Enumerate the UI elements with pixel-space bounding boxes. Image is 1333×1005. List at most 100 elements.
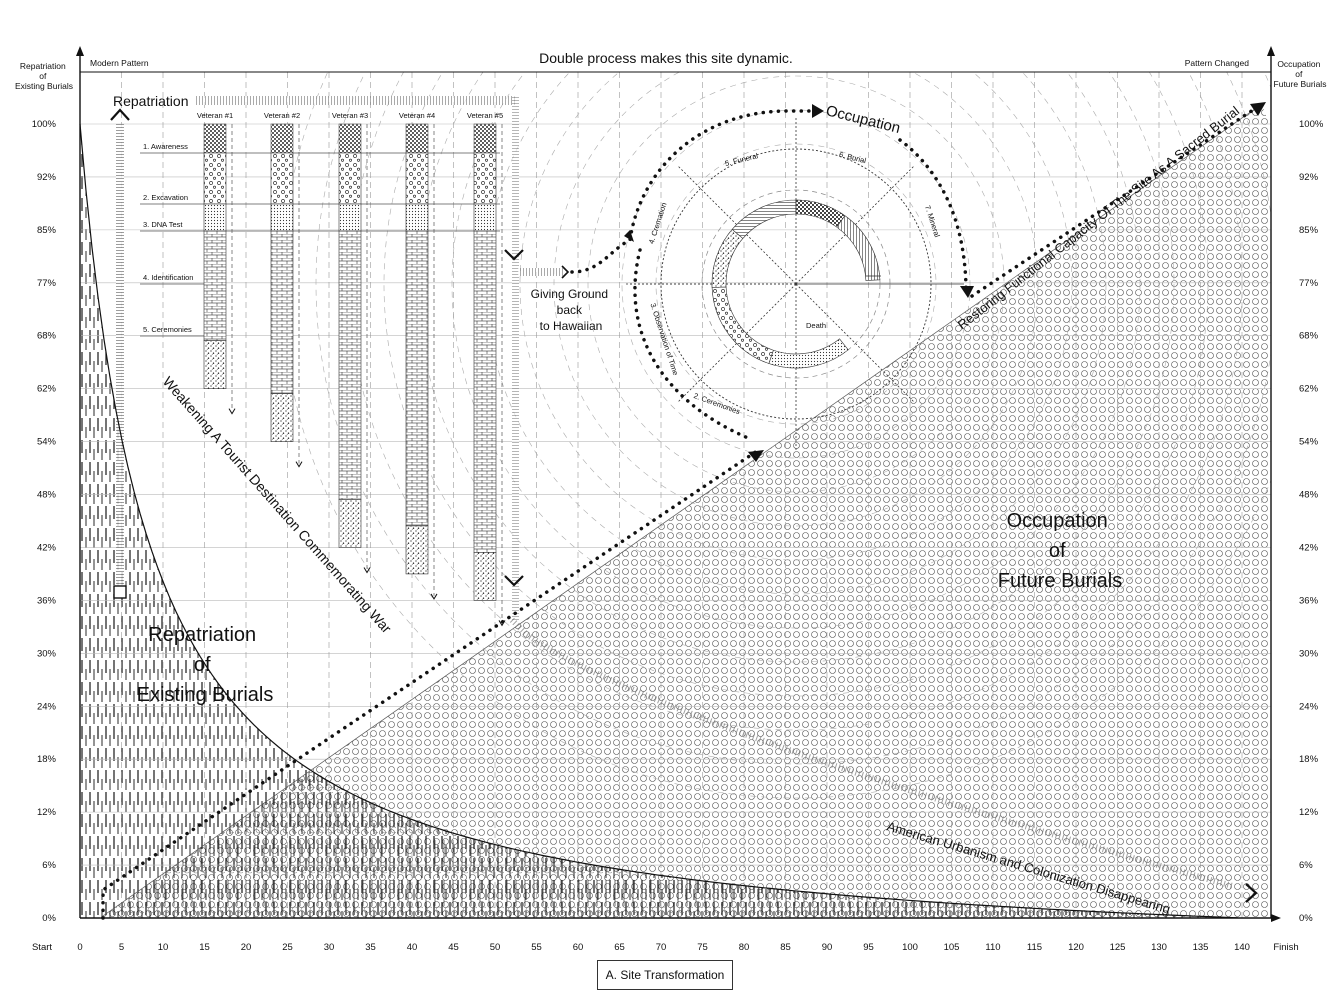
veteran-awareness-block [473, 123, 497, 154]
x-tick-label: 75 [697, 942, 708, 953]
y-tick-right: 24% [1299, 701, 1319, 712]
step-label: 2. Excavation [143, 193, 188, 202]
veteran-identification-block [270, 230, 294, 394]
y-tick-left: 42% [37, 542, 57, 553]
veteran-excavation-block [473, 152, 497, 205]
veteran-awareness-block [405, 123, 429, 154]
right-margin-mask [1271, 0, 1333, 1000]
x-tick-label: 85 [780, 942, 791, 953]
x-tick-label: 0 [77, 942, 82, 953]
step-label: 3. DNA Test [143, 220, 183, 229]
cycle-ring-segment [836, 215, 881, 281]
x-tick-label: 115 [1027, 942, 1042, 953]
x-tick-label: 95 [863, 942, 874, 953]
occupation-arrow-left [570, 109, 816, 274]
y-tick-right: 18% [1299, 754, 1319, 765]
x-tick-label: 125 [1110, 942, 1126, 953]
giving-ground-label: Giving Ground back to Hawaiian [531, 287, 612, 333]
y-tick-left: 30% [37, 648, 57, 659]
left-ladder [116, 124, 124, 586]
x-tick-label: 80 [739, 942, 750, 953]
x-tick-label: 65 [614, 942, 625, 953]
repatriation-header-bar [194, 96, 516, 105]
y-tick-left: 68% [37, 331, 57, 342]
up-chevron [110, 108, 130, 121]
y-tick-right: 42% [1299, 542, 1319, 553]
right-axis-arrow [1267, 46, 1275, 56]
y-tick-right: 30% [1299, 648, 1319, 659]
x-axis-arrow [1271, 914, 1281, 922]
future-burial-pattern [100, 104, 1269, 918]
giving-ground-bar [518, 268, 564, 276]
veteran-ceremony-block [203, 340, 227, 389]
dotted-progress-arrowhead [748, 450, 764, 462]
occupation-arrowhead-left [624, 230, 634, 242]
cycle-dashed-ring [701, 189, 891, 379]
down-chevron-bottom [504, 575, 524, 587]
veteran-awareness-block [338, 123, 362, 154]
y-tick-right: 12% [1299, 807, 1319, 818]
x-tick-label: 120 [1068, 942, 1084, 953]
veteran-dna-block [338, 203, 362, 232]
veteran-label: Veteran #4 [399, 111, 435, 120]
right-axis-top-note: Pattern Changed [1185, 58, 1250, 68]
y-tick-left: 36% [37, 595, 57, 606]
y-tick-right: 92% [1299, 172, 1319, 183]
y-tick-left: 85% [37, 225, 57, 236]
existing-burial-pattern [80, 124, 1242, 918]
veteran-label: Veteran #3 [332, 111, 368, 120]
y-tick-left: 18% [37, 754, 57, 765]
veteran-ceremony-block [338, 499, 362, 548]
occupation-arrow-right [898, 138, 968, 290]
x-tick-label: 90 [822, 942, 833, 953]
y-tick-right: 100% [1299, 119, 1324, 130]
y-tick-right: 85% [1299, 225, 1319, 236]
repatriation-header: Repatriation [113, 93, 189, 109]
y-tick-right: 0% [1299, 913, 1313, 924]
occupation-arrowhead-right [960, 286, 974, 298]
finish-chevron [1245, 883, 1258, 903]
x-tick-label: 130 [1151, 942, 1167, 953]
x-tick-label: 140 [1234, 942, 1250, 953]
field-ring [383, 0, 1209, 697]
region-label-repatriation: Repatriation of Existing Burials [137, 624, 274, 706]
veteran-dna-block [405, 203, 429, 232]
y-tick-left: 54% [37, 437, 57, 448]
y-tick-left: 24% [37, 701, 57, 712]
occupation-arrow-lower [633, 248, 750, 440]
veteran-identification-block [473, 230, 497, 553]
giving-ground-chevron [561, 265, 570, 279]
step-label: 1. Awareness [143, 142, 188, 151]
ladder-end-square [113, 585, 127, 599]
veteran-label: Veteran #5 [467, 111, 503, 120]
y-tick-right: 77% [1299, 278, 1319, 289]
veteran-identification-block [203, 230, 227, 341]
veteran-dna-block [270, 203, 294, 232]
x-tick-label: 10 [158, 942, 169, 953]
repatriation-process: 1. Awareness 2. Excavation 3. DNA Test 4. I… [110, 96, 570, 627]
x-tick-label: 5 [119, 942, 124, 953]
x-tick-label: 135 [1193, 942, 1209, 953]
region-label-occupation: Occupation of Future Burials [998, 510, 1123, 592]
veteran-awareness-block [203, 123, 227, 154]
x-axis-finish-label: Finish [1273, 942, 1298, 953]
veteran-identification-block [338, 230, 362, 500]
x-tick-label: 50 [490, 942, 501, 953]
step-label: 4. Identification [143, 273, 193, 282]
x-tick-label: 40 [407, 942, 418, 953]
veteran-ceremony-block [270, 393, 294, 442]
occupation-arrowhead-top [812, 104, 824, 118]
field-ring [621, 109, 971, 459]
y-tick-right: 68% [1299, 331, 1319, 342]
down-chevron-top [504, 249, 524, 261]
x-tick-label: 20 [241, 942, 252, 953]
y-tick-left: 48% [37, 490, 57, 501]
veteran-down-arrow [363, 567, 371, 574]
y-tick-left: 92% [37, 172, 57, 183]
veteran-excavation-block [405, 152, 429, 205]
x-tick-label: 30 [324, 942, 335, 953]
step-label: 5. Ceremonies [143, 325, 192, 334]
top-margin-mask [0, 0, 1333, 72]
transition-pattern [100, 770, 1242, 918]
x-tick-label: 110 [985, 942, 1000, 953]
